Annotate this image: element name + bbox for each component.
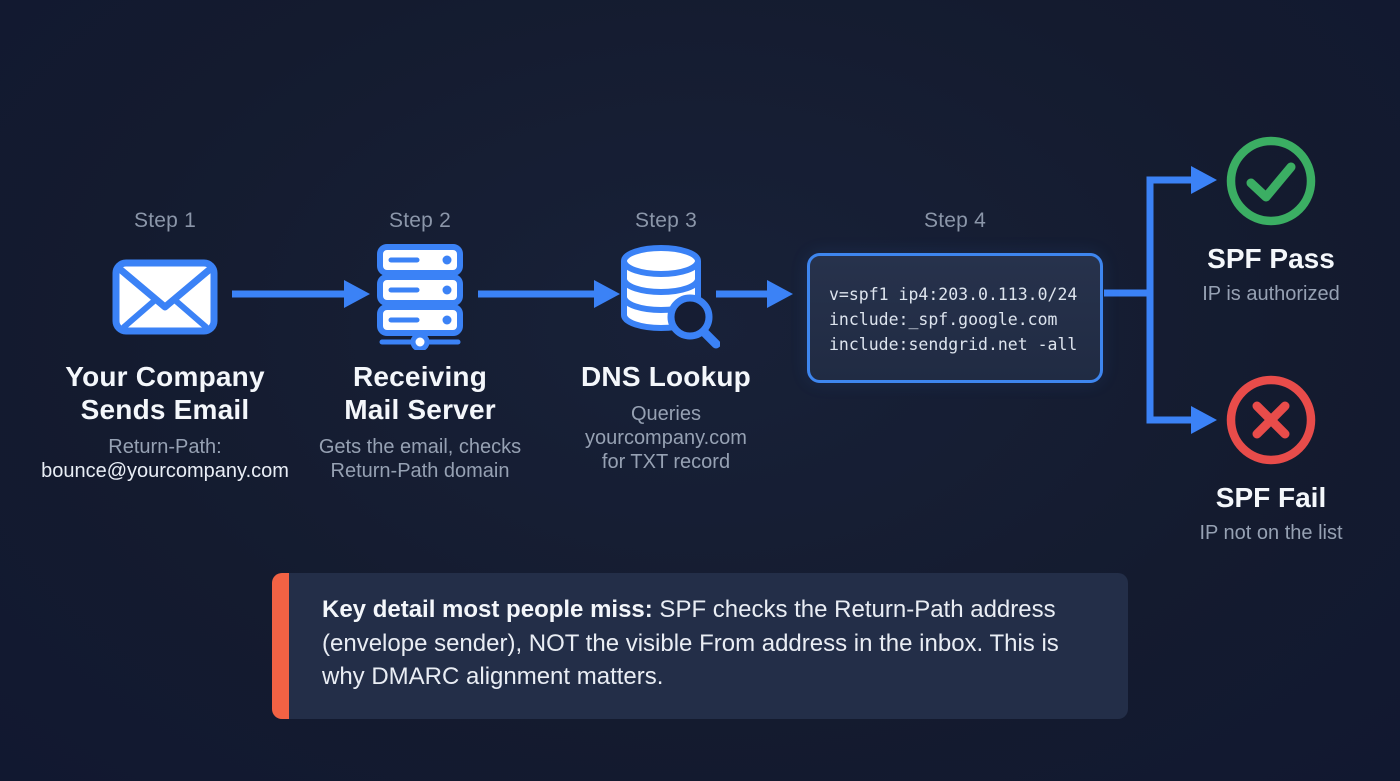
step-3-label: Step 3 xyxy=(635,209,697,232)
fail-icon-box xyxy=(1223,372,1319,468)
step-3-title-line1: DNS Lookup xyxy=(581,361,751,392)
spf-record-line2: include:_spf.google.com xyxy=(829,310,1058,329)
spf-record-line3: include:sendgrid.net -all xyxy=(829,335,1078,354)
step-2-sub-line2: Return-Path domain xyxy=(330,460,510,482)
mail-server-icon xyxy=(377,244,463,350)
step-2-sub-line1: Gets the email, checks xyxy=(318,436,522,458)
callout-lead: Key detail most people miss: xyxy=(322,596,653,623)
fail-subtitle: IP not on the list xyxy=(1199,522,1343,544)
callout-accent-bar xyxy=(272,573,289,719)
step-1-title-line2: Sends Email xyxy=(80,394,250,425)
pass-title: SPF Pass xyxy=(1207,243,1335,274)
step-1-icon-wrap xyxy=(112,234,218,360)
envelope-icon xyxy=(112,259,218,335)
spf-record-line1: v=spf1 ip4:203.0.113.0/24 xyxy=(829,285,1078,304)
step-3-title: DNS Lookup xyxy=(581,360,751,393)
pass-icon-box xyxy=(1223,133,1319,229)
step-2-title-line2: Mail Server xyxy=(344,394,496,425)
step-1-title: Your Company Sends Email xyxy=(65,360,264,426)
step-4-spf-record: Step 4 xyxy=(795,207,1115,234)
check-circle-icon xyxy=(1226,136,1316,226)
step-2-label: Step 2 xyxy=(389,209,451,232)
spf-record-box: v=spf1 ip4:203.0.113.0/24 include:_spf.g… xyxy=(807,253,1103,383)
return-path-address: bounce@yourcompany.com xyxy=(41,460,289,482)
outcome-spf-pass: SPF Pass IP is authorized xyxy=(1146,133,1396,306)
step-3-sub-line3: for TXT record xyxy=(601,451,731,473)
step-4-label: Step 4 xyxy=(924,209,986,232)
step-2-subtitle: Gets the email, checks Return-Path domai… xyxy=(319,435,521,483)
step-3-sub-line2: yourcompany.com xyxy=(585,427,747,449)
step-1-title-line1: Your Company xyxy=(65,361,265,392)
step-3-subtitle: Queries yourcompany.com for TXT record xyxy=(585,402,747,474)
step-3-dns-lookup: Step 3 DNS Lookup Queries yourcompany.co… xyxy=(536,207,796,474)
step-2-receiving-server: Step 2 Receiving Mail Server Gets t xyxy=(290,207,550,483)
callout-text: Key detail most people miss: SPF checks … xyxy=(322,593,1094,694)
step-2-title: Receiving Mail Server xyxy=(344,360,496,426)
step-3-sub-line1: Queries xyxy=(630,403,701,425)
pass-subtitle: IP is authorized xyxy=(1202,283,1340,305)
key-detail-callout: Key detail most people miss: SPF checks … xyxy=(272,573,1128,719)
return-path-label: Return-Path: xyxy=(108,436,222,458)
outcome-spf-fail: SPF Fail IP not on the list xyxy=(1146,372,1396,545)
step-1-subtitle: Return-Path: bounce@yourcompany.com xyxy=(41,435,289,483)
step-3-icon-wrap xyxy=(612,234,720,360)
dns-database-search-icon xyxy=(621,245,720,349)
callout-body: SPF checks the Return-Path address (enve… xyxy=(322,596,1059,690)
x-circle-icon xyxy=(1226,375,1316,465)
fail-title: SPF Fail xyxy=(1215,482,1327,513)
step-1-your-company: Step 1 Your Company Sends Email Return-P… xyxy=(35,207,295,483)
step-2-title-line1: Receiving xyxy=(352,361,488,392)
step-1-label: Step 1 xyxy=(134,209,196,232)
step-2-icon-wrap xyxy=(376,234,464,360)
